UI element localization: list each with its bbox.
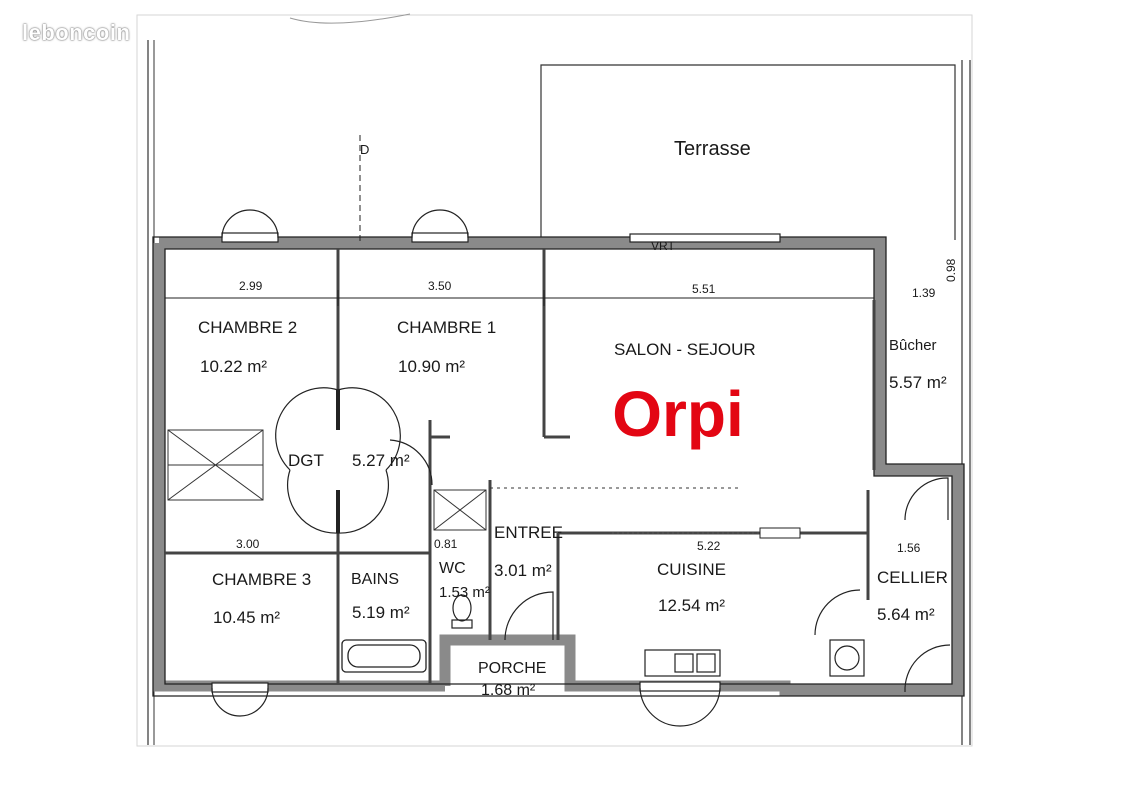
chambre3-area: 10.45 m² (213, 608, 280, 627)
window-chambre1 (411, 209, 469, 243)
cellier-door (814, 477, 951, 693)
dgt-area: 5.27 m² (352, 451, 410, 470)
chambre1-area: 10.90 m² (398, 357, 465, 376)
dim-salon: 5.51 (692, 282, 716, 296)
entree-area: 3.01 m² (494, 561, 552, 580)
dim-cuisine: 5.22 (697, 539, 721, 553)
bucher-name: Bûcher (889, 337, 937, 354)
window-salon-vrt (629, 233, 781, 243)
leboncoin-watermark: leboncoin (22, 20, 131, 45)
terrasse-label: Terrasse (674, 138, 751, 160)
orpi-logo-text: Orpi (612, 378, 744, 450)
porche-name: PORCHE (478, 660, 546, 677)
closet-dgt (167, 429, 264, 501)
cellier-name: CELLIER (877, 568, 948, 587)
vrt-label: VRT (651, 239, 675, 253)
orpi-logo-background (590, 364, 767, 461)
chambre2-name: CHAMBRE 2 (198, 318, 297, 337)
outer-wall-edges (152, 236, 965, 697)
salon-name: SALON - SEJOUR (614, 340, 756, 359)
room-labels: D Terrasse VRT 2.99 3.50 5.51 1.39 0.98 … (198, 138, 958, 699)
orpi-logo: Orpi (590, 364, 767, 461)
cuisine-name: CUISINE (657, 560, 726, 579)
closet-entree (433, 489, 487, 531)
bains-name: BAINS (351, 571, 399, 588)
dimension-line-top (165, 290, 874, 306)
window-chambre3 (211, 682, 269, 717)
cellier-area: 5.64 m² (877, 605, 935, 624)
cuisine-counter-vent (759, 527, 801, 539)
chambre3-name: CHAMBRE 3 (212, 570, 311, 589)
wc-name: WC (439, 560, 466, 577)
scan-scribble (289, 13, 411, 24)
dgt-doors (275, 387, 433, 534)
dim-bucher: 1.39 (912, 286, 936, 300)
wc-area: 1.53 m² (439, 584, 490, 601)
dim-wc: 0.81 (434, 537, 458, 551)
boiler (829, 639, 865, 677)
bathtub (341, 639, 427, 673)
entry-door (504, 591, 554, 641)
toilet (451, 594, 473, 629)
dgt-name: DGT (288, 451, 324, 470)
porche-area: 1.68 m² (481, 682, 536, 699)
window-cuisine (639, 681, 721, 727)
chambre2-area: 10.22 m² (200, 357, 267, 376)
dim-chambre2: 2.99 (239, 279, 263, 293)
dim-chambre1: 3.50 (428, 279, 452, 293)
interior-walls (165, 249, 876, 684)
chambre1-name: CHAMBRE 1 (397, 318, 496, 337)
bucher-area: 5.57 m² (889, 373, 947, 392)
plan-page (136, 14, 973, 747)
dim-cellier: 1.56 (897, 541, 921, 555)
outer-walls (153, 237, 964, 696)
bains-area: 5.19 m² (352, 603, 410, 622)
dim-bucher-height: 0.98 (944, 258, 958, 282)
cuisine-area: 12.54 m² (658, 596, 725, 615)
kitchen-sink (644, 649, 721, 677)
window-chambre2 (221, 209, 279, 243)
entree-name: ENTREE (494, 523, 563, 542)
section-mark: D (360, 142, 369, 157)
dim-chambre3: 3.00 (236, 537, 260, 551)
